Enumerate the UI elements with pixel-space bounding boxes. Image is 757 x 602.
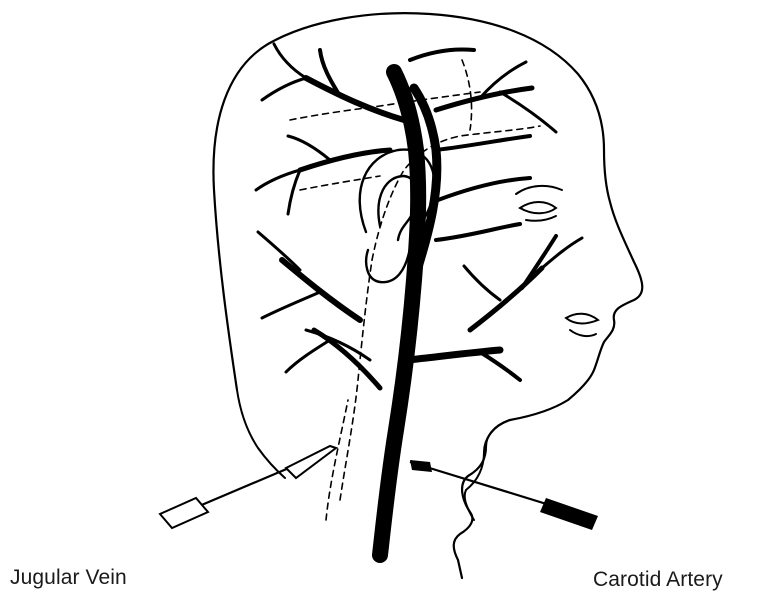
neck-back-outline [237,390,285,478]
needle-right [410,460,598,530]
neck-front-outline [465,420,510,520]
label-carotid-artery: Carotid Artery [593,568,723,592]
head-outline [213,13,642,578]
eye [520,202,556,221]
mouth [566,314,598,336]
eyebrow [516,186,562,194]
label-jugular-vein: Jugular Vein [10,566,127,590]
needle-left [160,446,336,528]
main-vessel-trunk [380,72,418,555]
